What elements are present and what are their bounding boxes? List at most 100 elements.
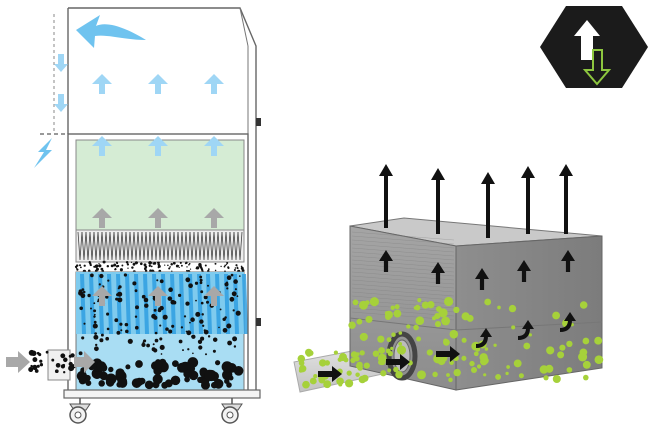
particle [378,347,386,354]
particle [224,282,229,287]
particle [160,353,163,355]
particle [134,289,138,293]
particle [229,296,235,302]
pleat [217,231,223,261]
particle [566,367,573,373]
particle [201,313,204,316]
particle [369,297,379,307]
particle [241,269,245,272]
particle [212,349,216,353]
particle [182,349,184,352]
duct-particle [297,354,306,363]
particle [214,262,217,265]
inlet-arrow-2 [74,351,95,373]
particle [169,266,171,268]
exhaust-curved-arrow [76,15,146,48]
particle [199,275,203,279]
particle [470,366,478,374]
side-vent-arrow [34,138,52,168]
up-arrow-prefilter [204,208,224,228]
pleat [197,231,203,261]
mesh-line [351,295,455,305]
particle [483,373,487,377]
particle [236,295,239,298]
particle [427,301,435,309]
particle [513,359,522,368]
particle [387,368,392,373]
particle [233,268,236,272]
particle [198,345,203,350]
particle [154,338,159,343]
pleat [113,231,119,261]
particle [151,347,156,352]
spray-stripe [179,274,185,334]
down-arrow-vent-1 [54,54,68,72]
particle [207,335,211,338]
particle [226,323,232,329]
particle [443,339,450,346]
particle [444,296,454,307]
particle [39,359,43,363]
sediment-particle [201,380,210,390]
particle [175,264,179,268]
duct-particle [319,359,327,367]
particle [78,351,83,356]
box-interior-ledge [349,317,603,331]
particle [241,267,244,270]
mesh-line [351,291,455,301]
particle [82,290,86,294]
pleat [205,231,211,261]
particle [231,291,237,297]
particle [469,360,475,367]
exhaust-arrow-head [481,172,495,184]
particle [594,336,603,345]
chamber-particles [76,273,244,390]
particle [90,273,94,278]
pleat [97,231,103,261]
pleat [161,231,167,261]
particle [180,264,183,267]
particle [206,300,209,304]
particle [30,364,33,368]
pleat [129,231,135,261]
particle [180,326,184,329]
particle [171,270,173,272]
particle [135,305,139,310]
particle [200,336,205,341]
particle [63,371,66,374]
badge-up-arrow [574,20,600,60]
exhaust-arrow-stem [384,174,388,228]
particle [105,336,110,341]
pleat [173,231,179,261]
sediment-particle [215,360,221,366]
particle [116,264,120,268]
pleat [213,231,219,261]
particle [195,311,201,317]
latch-upper [256,118,261,126]
pleat [193,231,199,261]
particle [222,317,226,322]
particle [116,330,121,335]
particle [89,264,92,267]
particle [233,345,237,348]
pleat [157,231,163,261]
particle [149,269,152,273]
up-arrow-prefilter [92,208,112,228]
particle [102,260,106,264]
up-down-arrows-icon [540,6,648,88]
particle [55,362,61,368]
particle [234,267,237,269]
particle [179,261,182,264]
pleat [165,231,171,261]
particle [157,264,161,268]
particle [132,281,137,286]
particle [199,266,203,269]
particle [528,333,532,337]
particle [74,265,78,268]
particle [506,365,510,369]
particle [171,324,175,328]
sediment-particle [153,366,163,376]
particle [479,353,488,362]
